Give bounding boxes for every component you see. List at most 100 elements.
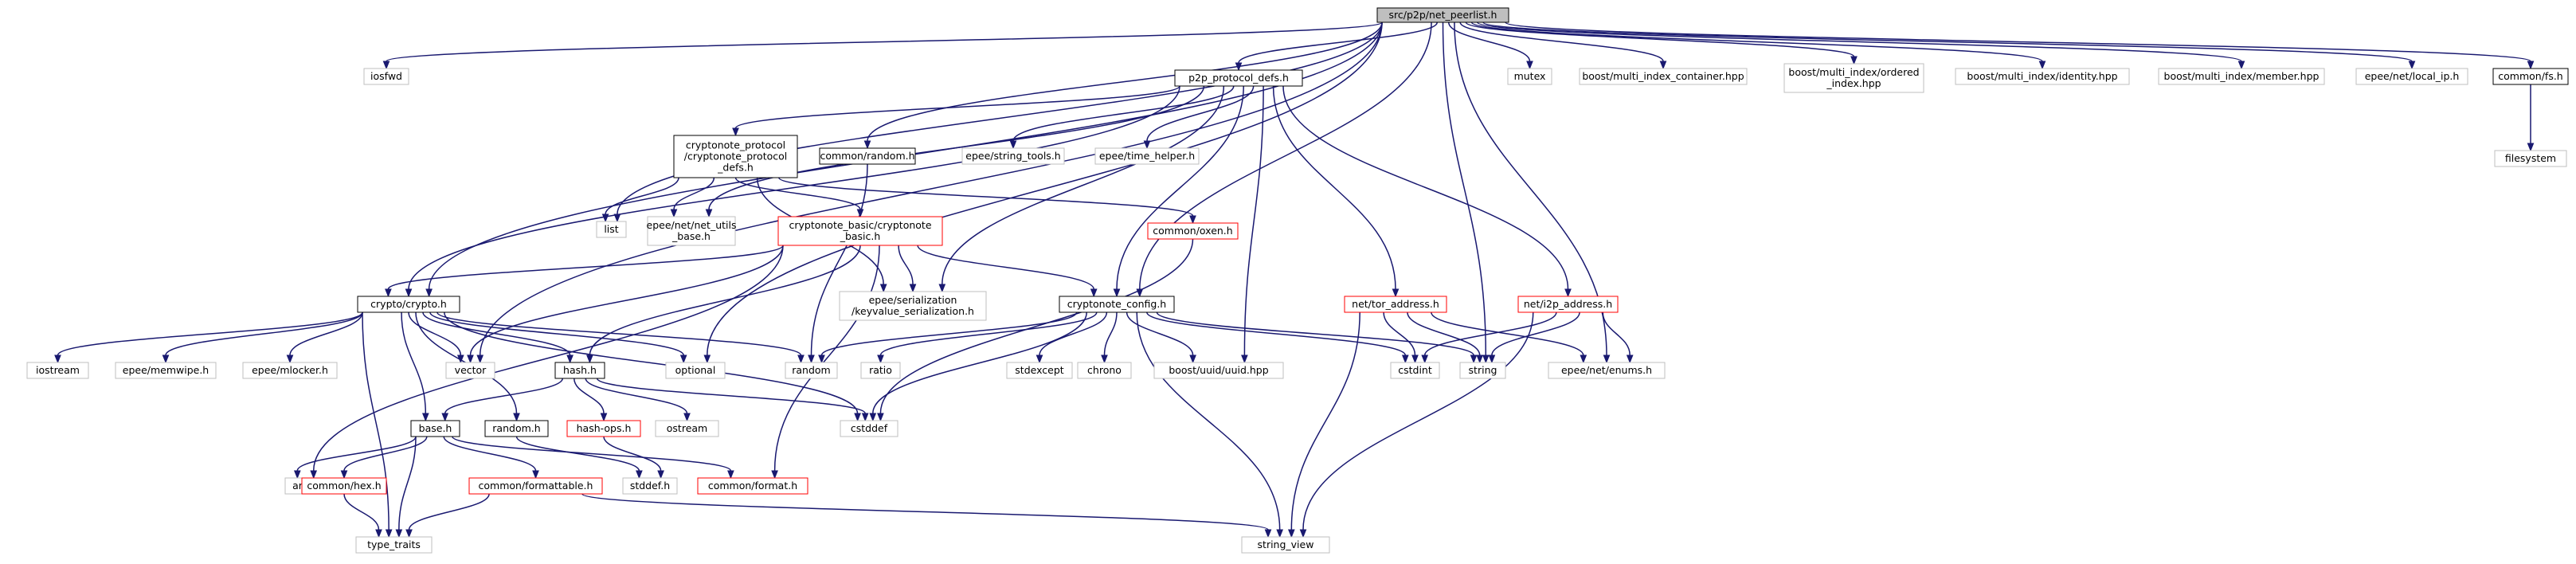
edge-arrowhead [1090,288,1098,298]
node-box [1517,296,1619,313]
edge-line [1126,311,1194,356]
edge-arrowhead [705,209,713,218]
edge-line [296,436,417,472]
edge-line [386,22,1383,62]
edge-root-to-vector [476,22,1383,364]
node-label: epee/memwipe.h [123,364,209,376]
edge-arrowhead [1035,354,1043,364]
node-box [1153,362,1284,379]
node-box [357,296,460,313]
edge-line [1491,311,1580,356]
edge-arrowhead [1482,354,1490,364]
edge-arrowhead [476,354,484,364]
node-kv_serial: epee/serialization/keyvalue_serializatio… [839,291,987,321]
edge-arrowhead [54,354,61,364]
node-crypto[interactable]: crypto/crypto.h [357,296,460,313]
edge-root-to-string [1442,22,1490,364]
node-cn_basic[interactable]: cryptonote_basic/cryptonote_basic.h [777,216,943,246]
node-filesystem: filesystem [2494,150,2567,167]
edge-cn_config-to-string_view [1136,311,1284,539]
node-label: iostream [36,364,80,376]
edge-arrowhead [771,470,778,480]
node-hash[interactable]: hash.h [554,362,605,379]
node-label: common/hex.h [307,480,381,492]
edge-line [1407,311,1481,356]
edge-line [917,245,1094,290]
edge-arrowhead [1189,354,1196,364]
edge-line [1505,22,2531,62]
edge-arrowhead [727,470,734,480]
edge-arrowhead [869,413,877,422]
edge-line [1136,311,1281,531]
node-box [2158,68,2325,85]
edge-i2p_address-to-string [1488,311,1580,364]
node-cn_protocol_defs[interactable]: cryptonote_protocol/cryptonote_protocol_… [673,135,798,178]
node-p2p_protocol_defs[interactable]: p2p_protocol_defs.h [1174,69,1303,87]
edge-arrowhead [405,288,413,298]
node-i2p_address[interactable]: net/i2p_address.h [1517,296,1619,313]
node-box [1094,147,1200,165]
node-label: type_traits [367,539,421,550]
edge-arrowhead [375,529,382,539]
edge-cn_basic-to-kv_serial [898,245,917,293]
edge-line [708,85,1205,210]
node-base[interactable]: base.h [410,420,460,437]
edge-line [401,311,427,414]
edge-line [387,245,784,290]
edge-line [479,22,1383,356]
node-formattable[interactable]: common/formattable.h [468,477,603,495]
edge-arrowhead [385,288,392,298]
node-box [484,420,549,437]
node-root[interactable]: src/p2p/net_peerlist.h [1376,7,1509,23]
edge-arrowhead [340,470,348,480]
edge-cn_basic-to-vector [467,245,784,364]
node-label: cstddef [851,422,888,434]
node-tor_address[interactable]: net/tor_address.h [1344,296,1447,313]
edge-arrowhead [863,140,871,150]
node-box [410,420,460,437]
node-crypto_random[interactable]: random.h [484,420,549,437]
edge-line [1477,22,2242,62]
edge-line [1146,85,1255,142]
edge-root-to-bmi_identity [1470,22,2046,70]
edge-arrowhead [382,61,390,70]
node-oxen[interactable]: common/oxen.h [1147,222,1239,240]
edge-line [1103,311,1118,356]
edge-arrowhead [1470,354,1478,364]
node-stddef: stddef.h [622,477,678,495]
node-cn_config[interactable]: cryptonote_config.h [1059,296,1175,313]
node-iosfwd: iosfwd [363,68,409,85]
node-fs[interactable]: common/fs.h [2492,68,2569,85]
edge-arrowhead [1264,529,1272,539]
edge-arrowhead [2527,143,2535,152]
node-format[interactable]: common/format.h [697,477,808,495]
node-box [2355,68,2468,85]
node-chrono: chrono [1077,362,1132,379]
node-box [1077,362,1132,379]
edge-line [585,378,688,414]
edge-line [443,436,537,472]
node-box [777,216,943,246]
edge-cn_basic-to-hash [586,245,861,364]
edge-arrowhead [162,354,170,364]
node-hash_ops[interactable]: hash-ops.h [566,420,641,437]
node-hex[interactable]: common/hex.h [301,477,387,495]
edge-arrowhead [513,413,520,422]
edge-tor_address-to-cstdint [1383,311,1419,364]
edge-cn_protocol_defs-to-net_utils_base [670,177,715,218]
edge-arrowhead [703,354,711,364]
edge-cn_basic-to-array [310,245,784,480]
edge-line [1431,311,1584,356]
node-box [1344,296,1447,313]
edge-arrowhead [293,470,301,480]
node-mutex: mutex [1507,68,1552,85]
node-box [1783,63,1924,93]
edge-root-to-common_random [863,22,1383,150]
node-label: string_view [1258,539,1314,550]
node-box [840,420,898,437]
edge-arrowhead [1526,61,1533,70]
node-label: ratio [869,364,892,376]
node-common_random[interactable]: common/random.h [819,147,916,165]
edge-common_random-to-random [808,163,868,364]
edge-arrowhead [1659,61,1667,70]
